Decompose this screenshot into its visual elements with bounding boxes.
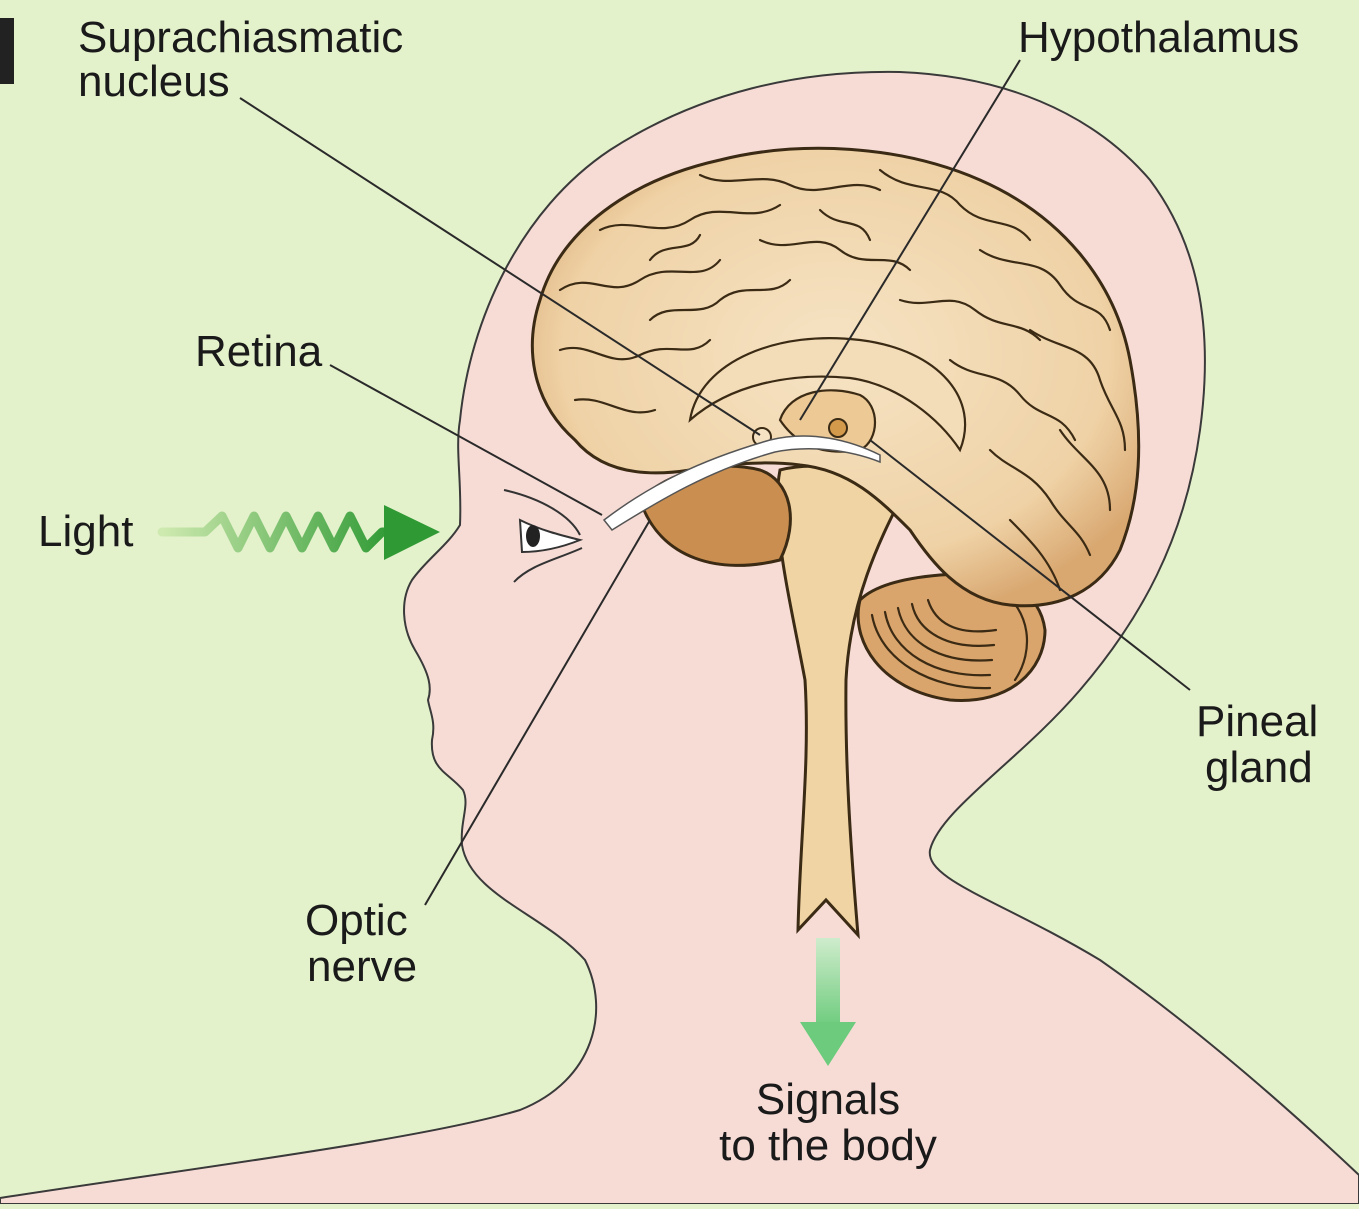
label-scn-line1: Suprachiasmatic: [78, 13, 403, 62]
label-pineal-line1: Pineal: [1196, 697, 1318, 746]
label-pineal-line2: gland: [1205, 743, 1313, 792]
label-optic-line2: nerve: [307, 942, 417, 991]
label-optic-line1: Optic: [305, 896, 408, 945]
light-arrow: [162, 505, 440, 560]
label-signals-line2: to the body: [719, 1121, 937, 1170]
corner-tab: [0, 18, 14, 84]
label-signals-line1: Signals: [756, 1075, 900, 1124]
label-hypothalamus: Hypothalamus: [1018, 13, 1299, 62]
label-retina: Retina: [195, 327, 323, 376]
label-light: Light: [38, 507, 133, 556]
pineal-gland: [829, 419, 847, 437]
label-scn-line2: nucleus: [78, 57, 230, 106]
